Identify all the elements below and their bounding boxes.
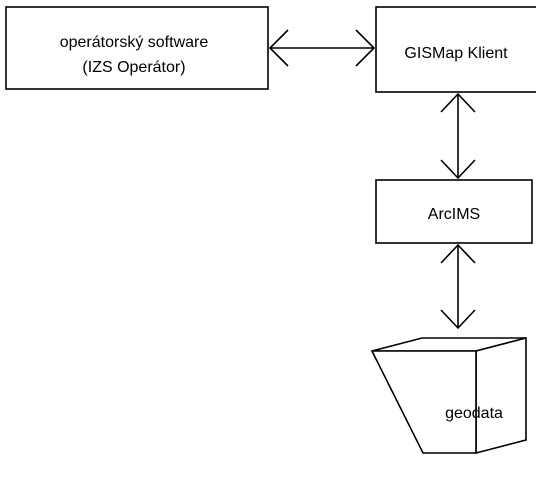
node-label-arcims: ArcIMS	[427, 206, 481, 223]
arrowhead-up	[440, 92, 476, 113]
arrowhead-right	[355, 29, 376, 67]
node-box-gismap-client	[375, 6, 536, 93]
cube-side-face	[475, 336, 527, 455]
edge-arcims-geodata	[440, 243, 476, 330]
node-label-gismap-client: GISMap Klient	[404, 45, 508, 62]
arrowhead-left	[268, 29, 289, 67]
arrowhead-down	[440, 159, 476, 180]
cube-front-face	[370, 350, 477, 454]
arrowhead-down	[440, 309, 476, 330]
node-box-arcims	[375, 179, 533, 244]
node-box-operator-software	[5, 6, 269, 90]
operator-software-line2: (IZS Operátor)	[82, 59, 186, 76]
operator-software-line1: operátorský software	[59, 34, 209, 51]
edge-gismap-arcims	[440, 92, 476, 180]
node-label-geodata: geodata	[445, 405, 503, 422]
node-geodata-cube	[370, 336, 527, 455]
edge-operator-gismap	[268, 29, 376, 67]
node-label-operator-software: operátorský software (IZS Operátor)	[0, 30, 268, 80]
arrowhead-up	[440, 243, 476, 264]
